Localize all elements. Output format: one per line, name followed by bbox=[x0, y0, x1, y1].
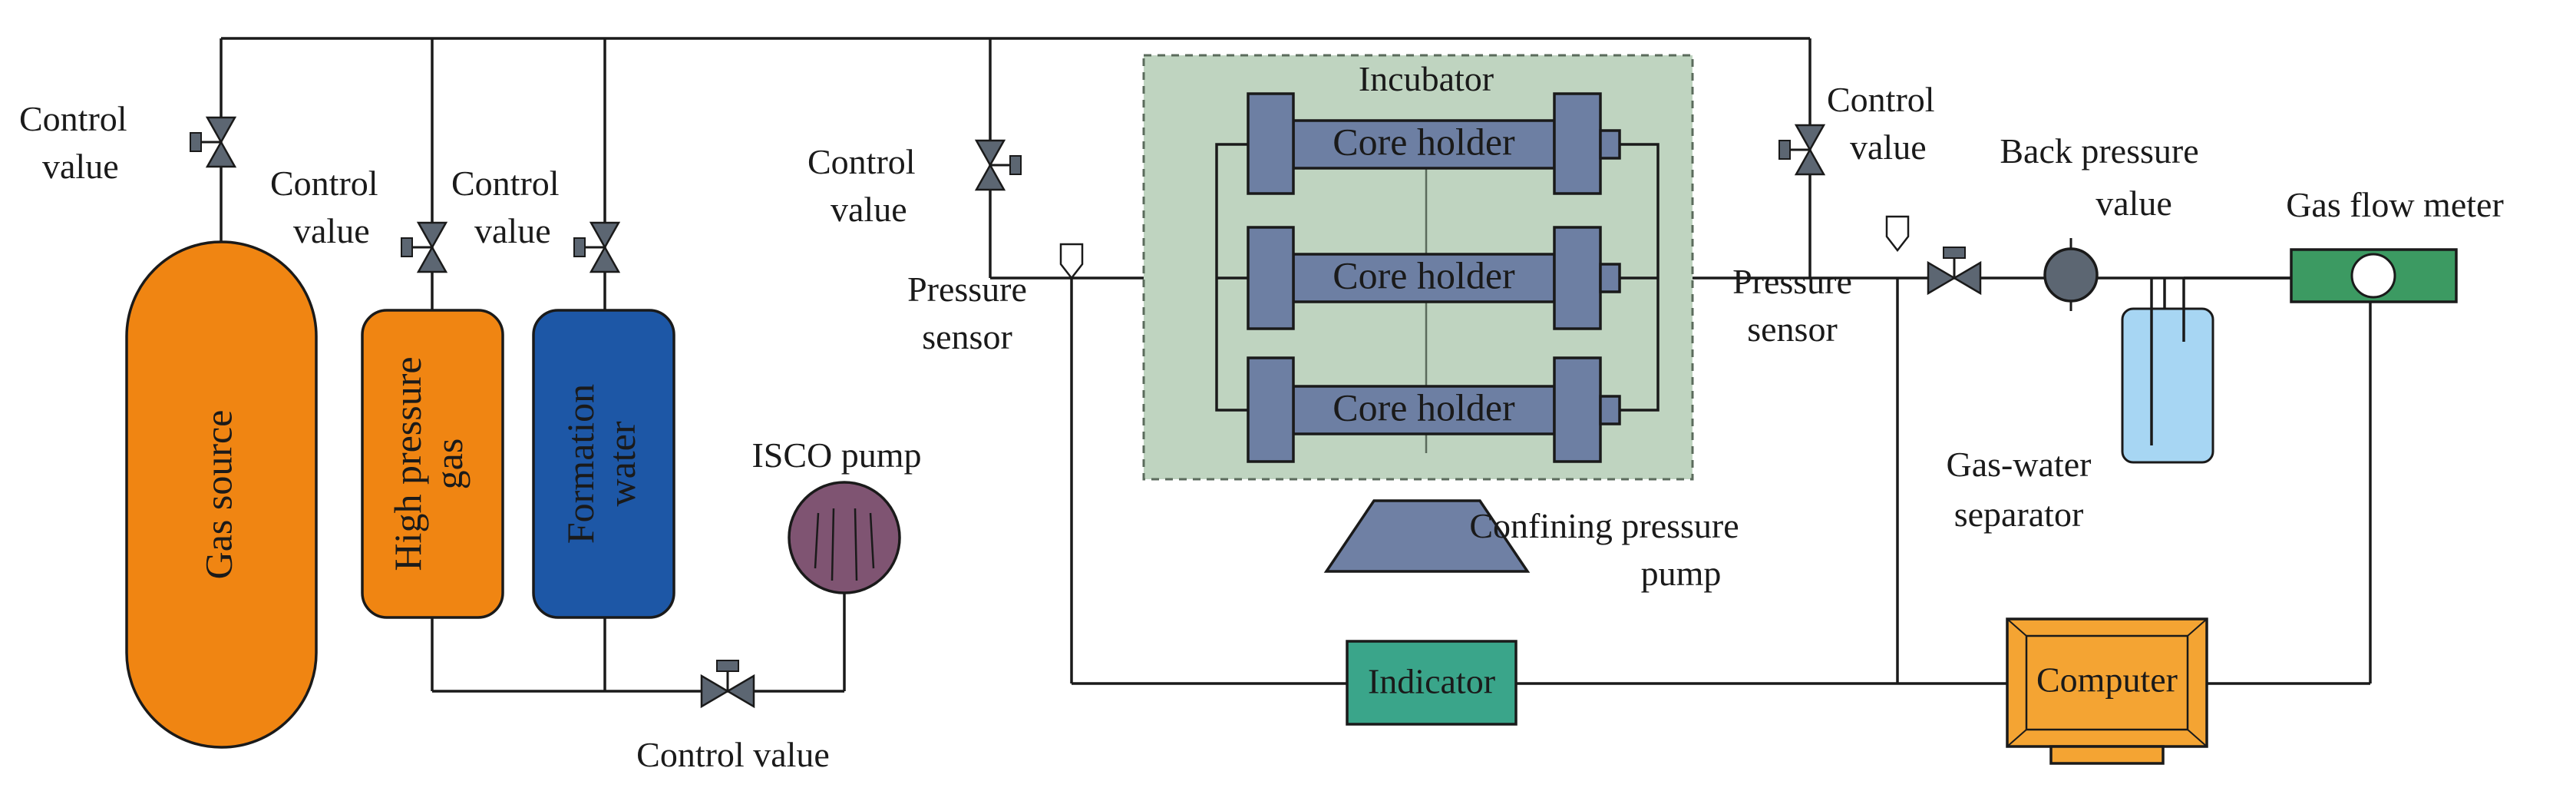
gas-water-separator bbox=[2121, 307, 2214, 464]
core-holder-1: Core holder bbox=[1247, 92, 1621, 195]
back-pressure-label-1: Back pressure bbox=[2000, 131, 2198, 170]
incubator-label: Incubator bbox=[1359, 59, 1494, 98]
core-manifold bbox=[1215, 143, 1660, 453]
confining-pressure-pump bbox=[1323, 499, 1531, 573]
control-valve-1 bbox=[189, 116, 236, 168]
back-pressure-gauge bbox=[2043, 247, 2099, 303]
svg-text:Core holder: Core holder bbox=[1333, 120, 1515, 163]
control-valve-4 bbox=[975, 139, 1022, 191]
gas-flow-meter-label: Gas flow meter bbox=[2286, 185, 2504, 224]
svg-text:Computer: Computer bbox=[2036, 660, 2178, 700]
gas-source-label: Gas source bbox=[197, 410, 239, 580]
indicator-label: Indicator bbox=[1368, 662, 1495, 701]
control-valve-3 bbox=[573, 221, 620, 273]
gas-water-separator-label-1: Gas-water bbox=[1946, 445, 2091, 484]
confining-pressure-pump-label-2: pump bbox=[1641, 554, 1722, 593]
confining-pressure-pump-label-1: Confining pressure bbox=[1469, 506, 1739, 545]
pipework bbox=[220, 37, 2372, 693]
formation-water-label: Formationwater bbox=[559, 384, 643, 544]
svg-text:Core holder: Core holder bbox=[1333, 253, 1515, 296]
core-holder-3: Core holder bbox=[1247, 356, 1621, 463]
isco-pump-vanes bbox=[814, 508, 875, 581]
control-value-label-bottom: Control value bbox=[636, 735, 830, 774]
formation-water-cylinder bbox=[532, 309, 675, 619]
pressure-sensor-right bbox=[1885, 215, 1910, 252]
control-valve-5 bbox=[1778, 124, 1825, 176]
pressure-sensor-left bbox=[1059, 243, 1084, 280]
high-pressure-gas-label: High pressuregas bbox=[386, 356, 471, 571]
isco-pump-label: ISCO pump bbox=[751, 435, 921, 475]
gas-flow-meter-dial bbox=[2350, 253, 2396, 299]
isco-pump bbox=[788, 481, 901, 594]
high-pressure-gas-cylinder bbox=[361, 309, 504, 619]
indicator-box bbox=[1346, 640, 1518, 726]
back-pressure-label-2: value bbox=[2095, 184, 2172, 223]
gas-water-separator-label-2: separator bbox=[1954, 495, 2084, 534]
back-pressure-inlet-valve bbox=[1927, 246, 1982, 295]
svg-text:Core holder: Core holder bbox=[1333, 386, 1515, 429]
control-valve-bottom bbox=[700, 659, 755, 708]
gas-source-cylinder bbox=[125, 240, 318, 749]
control-valve-2 bbox=[400, 221, 447, 273]
core-holder-2: Core holder bbox=[1247, 226, 1621, 330]
computer: Computer bbox=[2006, 617, 2208, 765]
